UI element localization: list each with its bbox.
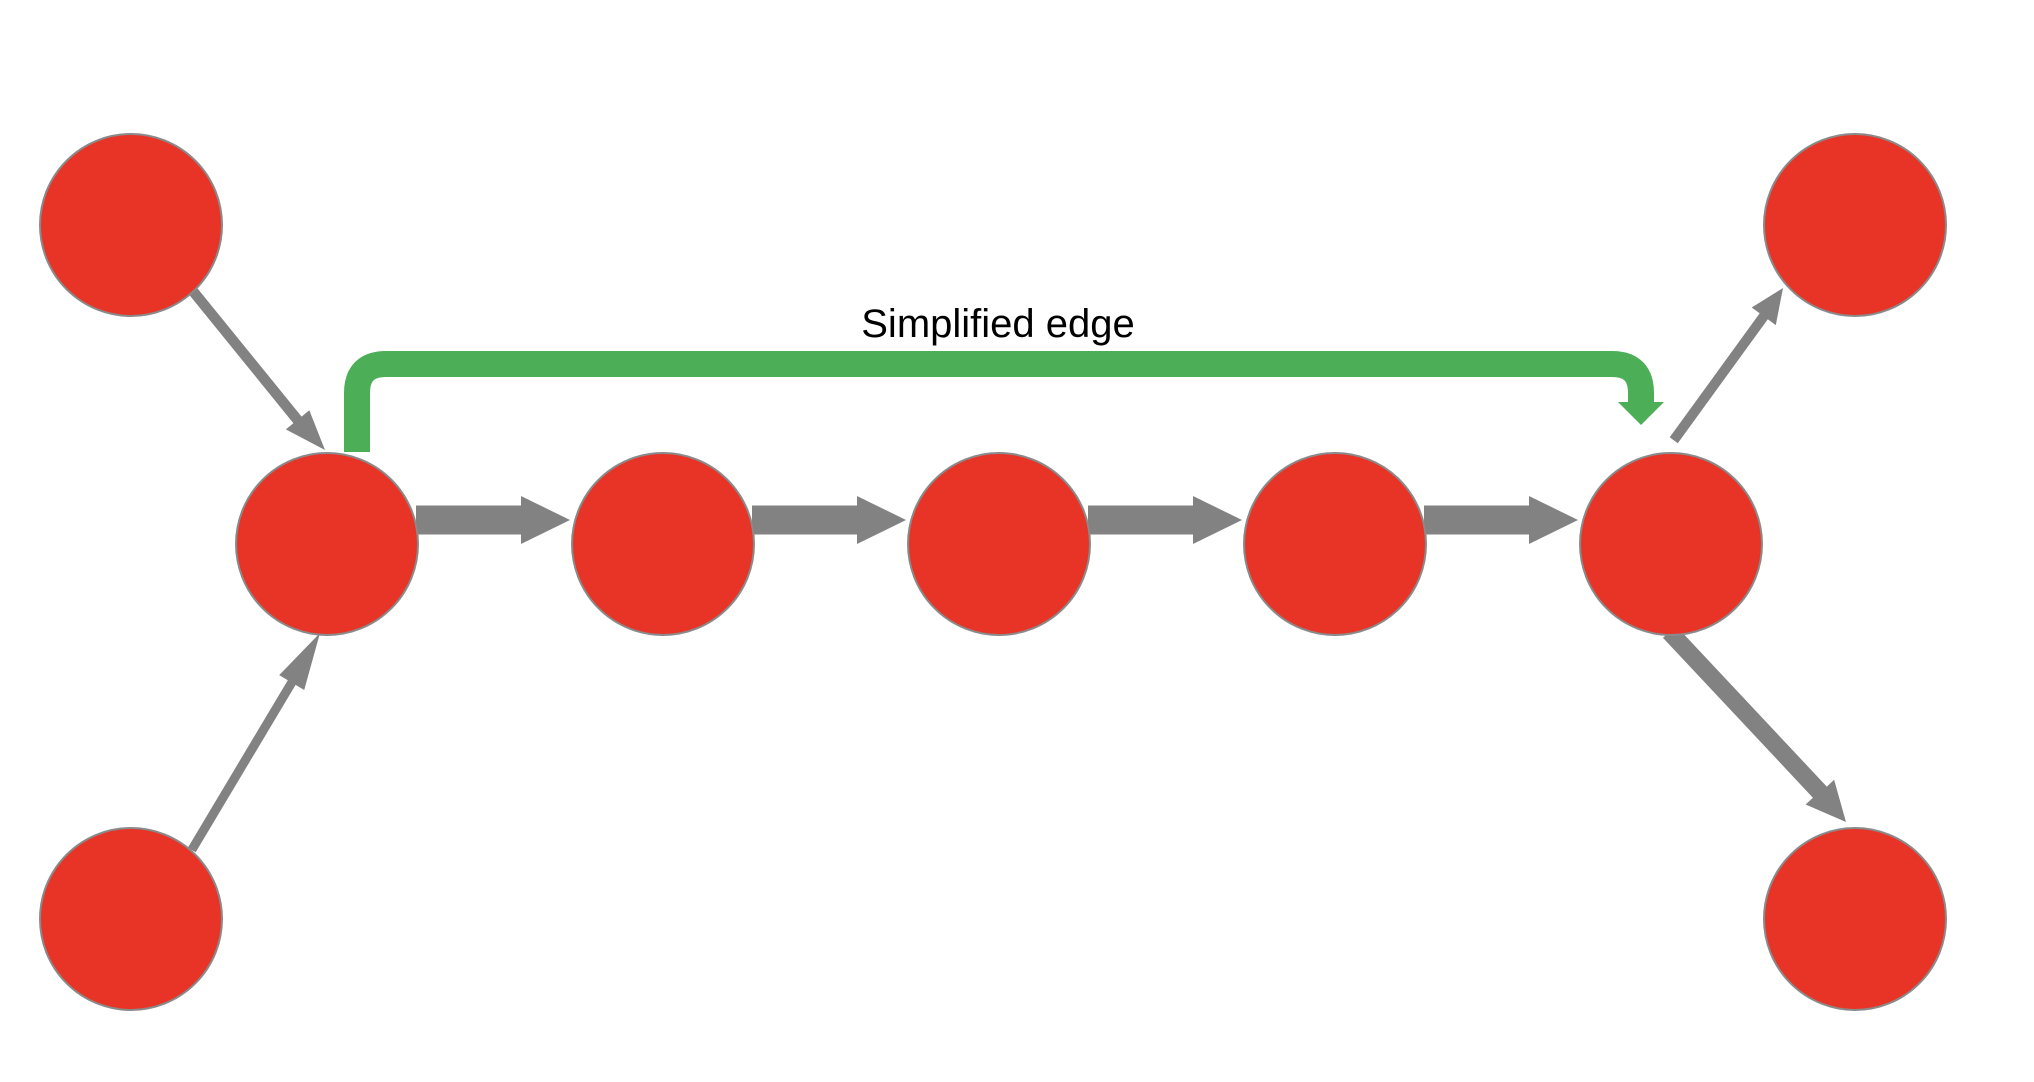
- edge-n1-n3: [184, 282, 325, 450]
- edge-n6-n7: [1424, 496, 1578, 544]
- node-n7[interactable]: [1579, 452, 1763, 636]
- edge-n2-n3: [187, 633, 320, 853]
- node-n5[interactable]: [907, 452, 1091, 636]
- node-n2[interactable]: [39, 827, 223, 1011]
- edge-n7-n9: [1662, 626, 1846, 822]
- edges-layer: [184, 282, 1846, 853]
- node-n3[interactable]: [235, 452, 419, 636]
- node-n4[interactable]: [571, 452, 755, 636]
- edge-n5-n6: [1088, 496, 1242, 544]
- edge-n7-n8: [1669, 288, 1783, 444]
- node-n9[interactable]: [1763, 827, 1947, 1011]
- node-n8[interactable]: [1763, 133, 1947, 317]
- simplified-edge-n3-n7: [344, 351, 1654, 452]
- simplified-edge-arrowhead: [1618, 402, 1664, 425]
- node-n1[interactable]: [39, 133, 223, 317]
- node-n6[interactable]: [1243, 452, 1427, 636]
- simplified-edge-label: Simplified edge: [861, 302, 1135, 346]
- nodes-layer: [39, 133, 1947, 1011]
- simplified-edges-layer: [344, 351, 1664, 452]
- edge-n4-n5: [752, 496, 906, 544]
- edge-n3-n4: [416, 496, 570, 544]
